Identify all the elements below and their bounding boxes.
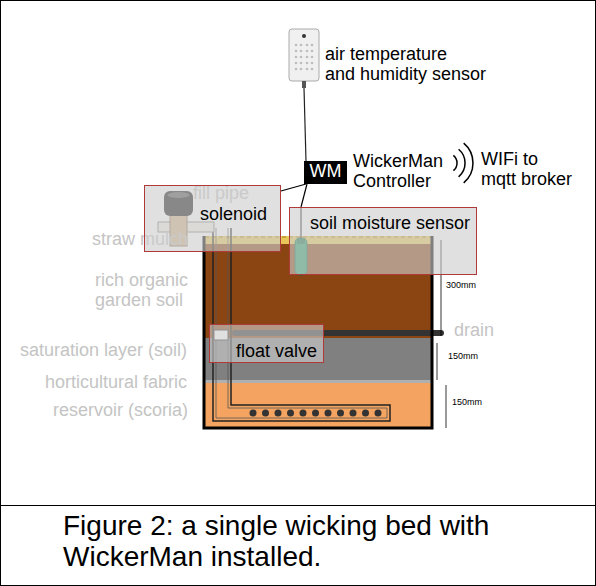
figure-caption: Figure 2: a single wicking bed with Wick… [63,510,489,572]
layer-label: horticultural fabric [45,372,187,392]
pipe-hole [250,410,257,417]
dimension-label: 150mm [448,351,478,361]
control-wire [301,184,307,207]
vent [295,56,298,59]
layer-label: saturation layer (soil) [20,340,187,360]
vent [311,44,314,47]
pipe-holes [250,410,382,417]
wifi-arc [464,143,473,183]
label-slot: air temperature and humidity sensor [325,44,495,84]
vent [295,68,298,71]
pipe-hole [312,410,319,417]
label-slot: rich organic garden soil [95,270,195,310]
caption-slot: Figure 2: a single wicking bed with Wick… [63,510,553,572]
control-wire [281,184,306,191]
label-slot: drain [454,320,494,340]
label-slot: saturation layer (soil) [20,340,187,360]
pipe-hole [350,410,357,417]
sensor-label: air temperature and humidity sensor [325,44,486,84]
pipe-hole [362,410,369,417]
vent [306,56,309,59]
wifi-arc [453,155,457,170]
dimension-line [446,385,447,428]
vent [300,50,303,53]
sensor-gland [302,81,306,88]
pipe-hole [337,410,344,417]
callout-box: float valve [209,324,324,363]
part-label: drain [454,320,494,340]
dimension-line [437,343,438,380]
node-text: soil moisture sensor [310,213,470,233]
vent [300,62,303,65]
callout-box: soil moisture sensor [289,207,477,275]
controller-box: WM [304,161,347,184]
caption-frame [1,506,596,586]
vent [306,62,309,65]
vent [306,68,309,71]
pipe-hole [262,410,269,417]
pipe-hole [287,410,294,417]
layer-label: reservoir (scoria) [53,400,188,420]
figure-frame [1,1,596,506]
pipe-hole [375,410,382,417]
label-slot: 300mm [446,280,476,291]
fabric-layer [205,380,431,383]
vent [300,56,303,59]
vent [295,44,298,47]
label-slot: horticultural fabric [45,372,187,392]
sensor-vents [295,44,314,71]
label-slot: 150mm [448,351,478,362]
layer-label: rich organic garden soil [95,270,188,310]
vent [306,50,309,53]
node-text: float valve [236,341,317,361]
label-slot: WickerMan Controller [353,151,453,191]
label-slot: 150mm [452,397,482,408]
vent [300,44,303,47]
pipe-hole [325,410,332,417]
pipe-hole [275,410,282,417]
vent [311,56,314,59]
label-slot: reservoir (scoria) [53,400,188,420]
vent [300,68,303,71]
node-text: solenoid [200,204,267,224]
air-sensor [289,29,319,81]
sensor-dot [302,34,306,38]
node-text: WM [304,161,347,181]
pipe-hole [300,410,307,417]
dimension-label: 150mm [452,397,482,407]
wifi-label: WIFi to mqtt broker [481,149,572,189]
callout-box: solenoid [144,185,281,252]
vent [311,68,314,71]
dimension-label: 300mm [446,280,476,290]
vent [306,44,309,47]
label-slot: WIFi to mqtt broker [481,149,581,189]
controller-label: WickerMan Controller [353,151,443,191]
wifi-arc [459,149,465,177]
sensor-wire [304,88,306,161]
wrap-spacer [546,149,581,169]
wrap-spacer [465,44,495,64]
vent [311,50,314,53]
vent [311,62,314,65]
vent [295,50,298,53]
vent [295,62,298,65]
